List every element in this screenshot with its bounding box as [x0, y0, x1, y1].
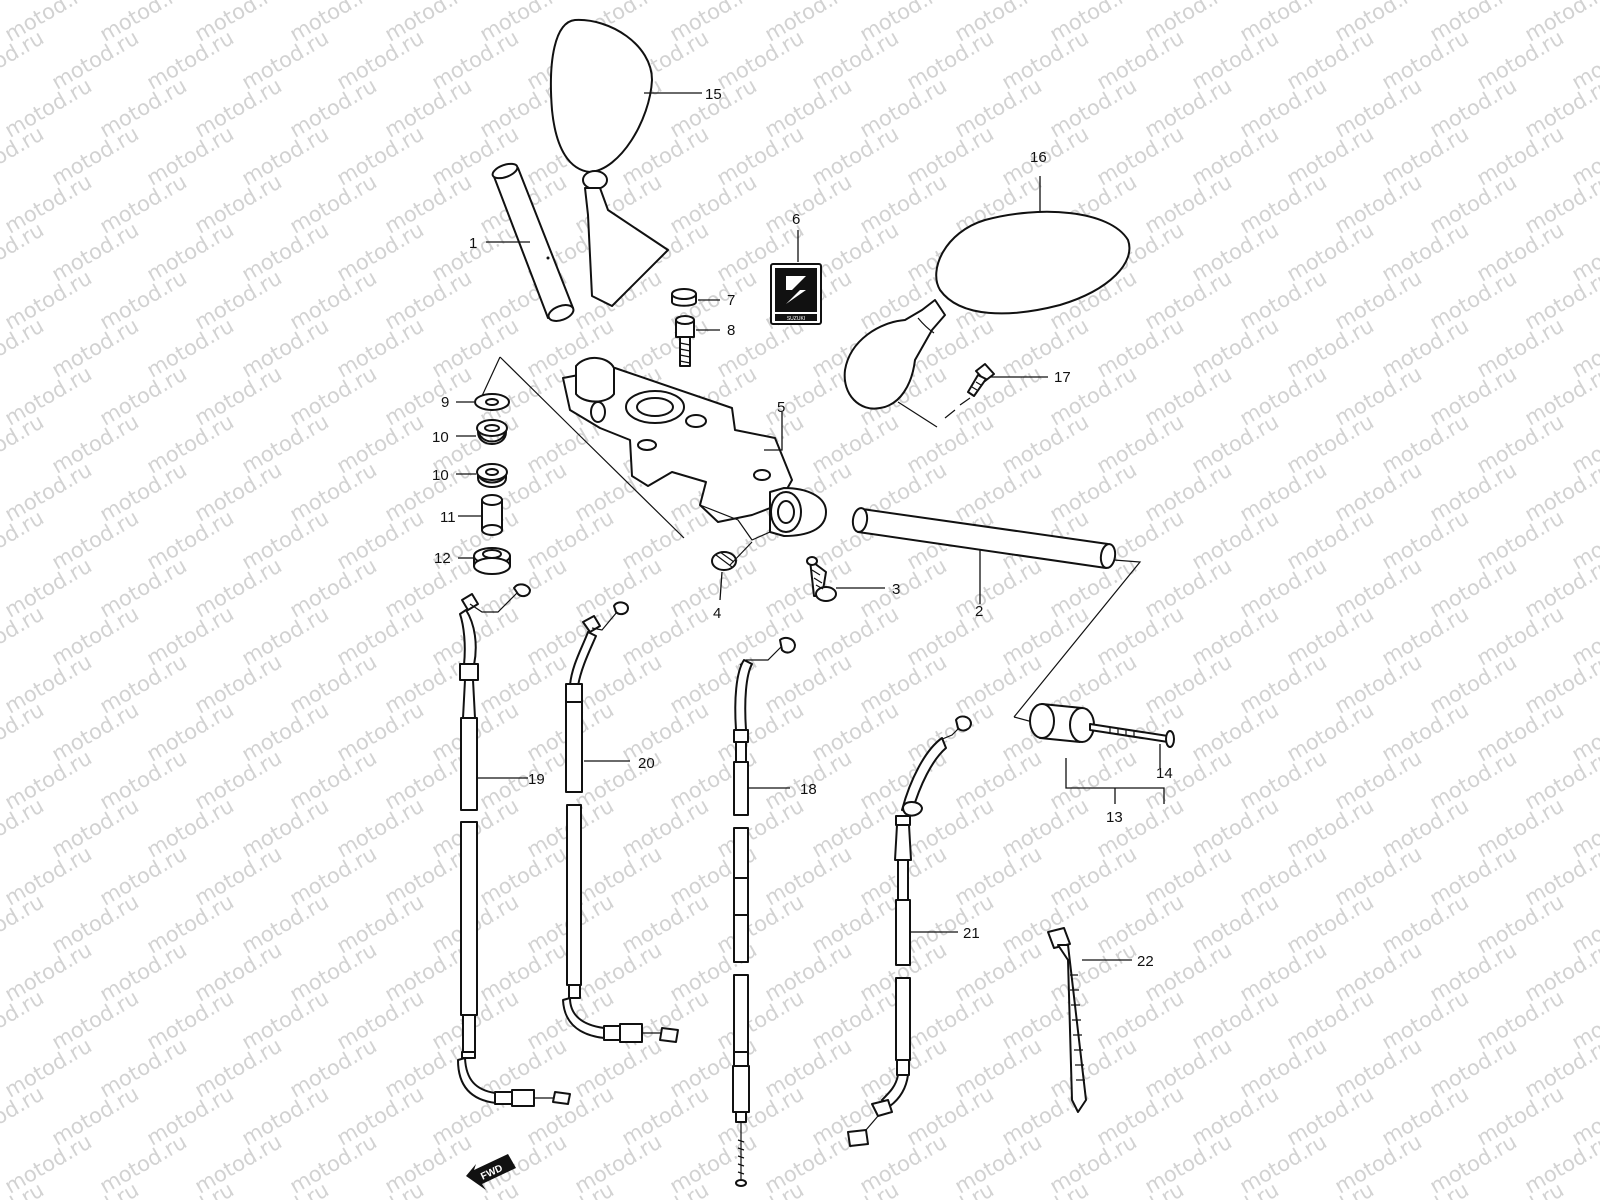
callout-7: 7 — [727, 292, 735, 309]
small-nut — [711, 541, 753, 571]
callout-2: 2 — [975, 603, 983, 620]
callout-14: 14 — [1156, 765, 1173, 782]
top-bolt — [675, 315, 695, 367]
callout-5: 5 — [777, 399, 785, 416]
callout-15: 15 — [705, 86, 722, 103]
cap — [671, 288, 697, 307]
callout-13: 13 — [1106, 809, 1123, 826]
choke-cable — [847, 715, 972, 1147]
callout-6: 6 — [792, 211, 800, 228]
callout-10b: 10 — [432, 467, 449, 484]
mirror-bolt-dash — [944, 397, 971, 419]
emblem-text: SUZUKI — [787, 316, 805, 322]
left-bar-tube — [491, 162, 575, 322]
mirror-bolt-guide — [897, 401, 938, 428]
right-bar-tube — [851, 507, 1117, 569]
callout-3: 3 — [892, 581, 900, 598]
throttle-cable-1 — [457, 583, 571, 1107]
clamp-bolt — [806, 556, 837, 602]
callout-4: 4 — [713, 605, 721, 622]
callout-10a: 10 — [432, 429, 449, 446]
clutch-cable — [732, 636, 796, 1187]
left-mirror — [549, 18, 669, 307]
callout-1: 1 — [469, 235, 477, 252]
assembly-bracket-left — [481, 356, 685, 539]
callout-18: 18 — [800, 781, 817, 798]
washer — [474, 393, 510, 411]
collar — [481, 494, 503, 536]
callout-20: 20 — [638, 755, 655, 772]
forward-arrow: FWD — [466, 1154, 516, 1190]
callout-8: 8 — [727, 322, 735, 339]
callout-16: 16 — [1030, 149, 1047, 166]
handlebar-holder — [562, 357, 827, 541]
throttle-cable-2 — [562, 601, 679, 1043]
bar-end-weight — [1029, 703, 1175, 748]
mirror-bolt — [967, 363, 995, 397]
right-mirror — [843, 210, 1131, 410]
callout-11: 11 — [440, 509, 456, 526]
cable-tie — [1047, 927, 1087, 1113]
callout-12: 12 — [434, 550, 451, 567]
leader-lines — [456, 92, 1165, 961]
callout-9: 9 — [441, 394, 449, 411]
callout-17: 17 — [1054, 369, 1071, 386]
flange-nut — [473, 547, 511, 575]
callout-21: 21 — [963, 925, 980, 942]
callout-22: 22 — [1137, 953, 1154, 970]
callout-numbers: 15 1 16 6 7 8 17 9 10 10 11 12 5 4 3 2 1… — [432, 86, 1173, 970]
suzuki-emblem: SUZUKI — [770, 263, 822, 325]
callout-19: 19 — [528, 771, 545, 788]
rubber-bushing-lower — [476, 463, 508, 488]
rubber-bushing-upper — [476, 419, 508, 445]
assembly-bracket-right — [1013, 559, 1142, 725]
